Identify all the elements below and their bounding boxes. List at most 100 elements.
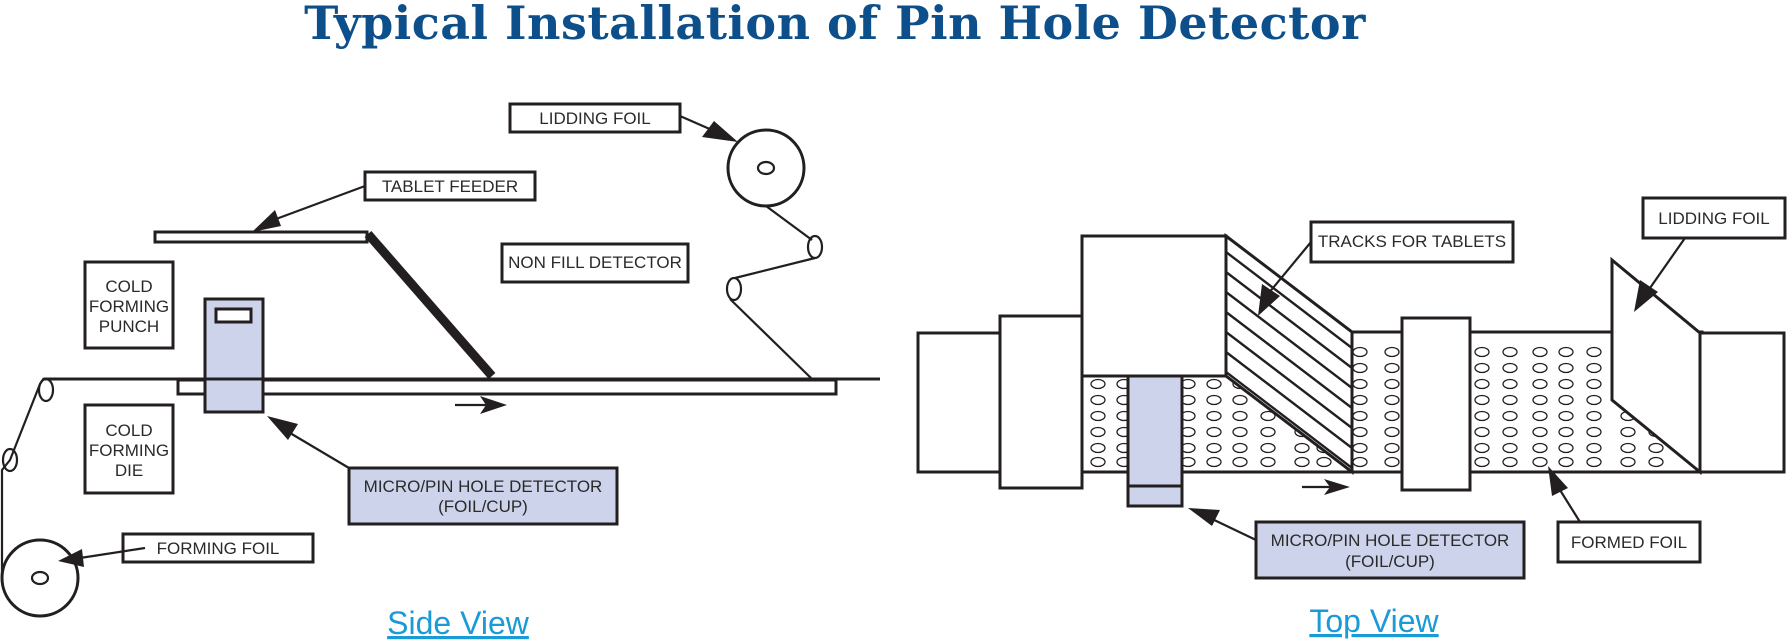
- blister-cavity: [1502, 378, 1518, 390]
- svg-text:DIE: DIE: [115, 461, 143, 480]
- top-view-diagram: TRACKS FOR TABLETS LIDDING FOIL MICRO/PI…: [916, 196, 1787, 639]
- blister-cavity: [1294, 456, 1310, 468]
- blister-cavity: [1586, 410, 1602, 422]
- svg-text:(FOIL/CUP): (FOIL/CUP): [438, 497, 528, 516]
- blister-cavity: [1474, 442, 1490, 454]
- blister-cavity: [1558, 346, 1574, 358]
- sealing-bed: [176, 378, 838, 396]
- blister-cavity: [1502, 456, 1518, 468]
- unwind-station: [916, 331, 1002, 474]
- blister-cavity: [1090, 456, 1106, 468]
- blister-cavity: [1206, 394, 1222, 406]
- leader-arrow-head: [1258, 284, 1280, 316]
- blister-cavity: [1474, 456, 1490, 468]
- blister-cavity: [1586, 456, 1602, 468]
- cold-forming-die-label: COLD FORMING DIE: [83, 403, 175, 495]
- blister-cavity: [1260, 426, 1276, 438]
- blister-cavity: [1090, 378, 1106, 390]
- blister-cavity: [1558, 410, 1574, 422]
- blister-cavity: [1532, 426, 1548, 438]
- blister-cavity: [1474, 378, 1490, 390]
- blister-cavity: [1648, 442, 1664, 454]
- blister-cavity: [1316, 456, 1332, 468]
- blister-cavity: [1232, 394, 1248, 406]
- leader-line: [1209, 517, 1257, 541]
- leader-arrow-head: [1188, 508, 1220, 526]
- guide-roller: [37, 377, 55, 403]
- svg-text:MICRO/PIN HOLE DETECTOR: MICRO/PIN HOLE DETECTOR: [1271, 531, 1510, 550]
- tablet-track-line: [1226, 331, 1352, 429]
- leader-line: [1559, 489, 1581, 523]
- lidding-foil-label-top: LIDDING FOIL: [1641, 196, 1787, 240]
- formed-foil-label: FORMED FOIL: [1556, 520, 1702, 564]
- leader-line: [267, 184, 366, 224]
- blister-cavity: [1474, 426, 1490, 438]
- blister-cavity: [1620, 456, 1636, 468]
- blister-cavity: [1502, 362, 1518, 374]
- side-view-link[interactable]: Side View: [387, 605, 530, 641]
- page-title: Typical Installation of Pin Hole Detecto…: [304, 0, 1366, 50]
- blister-cavity: [1474, 410, 1490, 422]
- cutting-station: [1698, 331, 1786, 474]
- leader-arrow-head: [1548, 466, 1568, 496]
- top-view-link[interactable]: Top View: [1309, 603, 1439, 639]
- blister-cavity: [1532, 456, 1548, 468]
- leader-arrow-head: [252, 210, 281, 232]
- tablet-feeder-chute: [364, 231, 496, 379]
- svg-text:COLD: COLD: [105, 421, 152, 440]
- blister-cavity: [1294, 442, 1310, 454]
- blister-cavity: [1532, 410, 1548, 422]
- blister-cavity: [1586, 346, 1602, 358]
- tablet-feeder-plate: [153, 230, 369, 244]
- cold-forming-punch-label: COLD FORMING PUNCH: [83, 260, 175, 350]
- svg-text:FORMING: FORMING: [89, 441, 169, 460]
- flow-arrow-head: [1324, 479, 1350, 495]
- blister-cavity: [1532, 442, 1548, 454]
- leader-line: [679, 114, 713, 132]
- blister-cavity: [1648, 456, 1664, 468]
- blister-cavity: [1384, 346, 1400, 358]
- svg-text:FORMING FOIL: FORMING FOIL: [157, 539, 280, 558]
- leader-line: [79, 546, 146, 560]
- blister-cavity: [1206, 456, 1222, 468]
- svg-text:(FOIL/CUP): (FOIL/CUP): [1345, 552, 1435, 571]
- blister-cavity: [1620, 426, 1636, 438]
- blister-cavity: [1260, 410, 1276, 422]
- leader-arrow-head: [1634, 280, 1658, 312]
- blister-cavity: [1090, 442, 1106, 454]
- blister-cavity: [1586, 426, 1602, 438]
- blister-cavity: [1502, 346, 1518, 358]
- svg-text:FORMED FOIL: FORMED FOIL: [1571, 533, 1687, 552]
- blister-cavity: [1090, 410, 1106, 422]
- blister-cavity: [1532, 362, 1548, 374]
- blister-cavity: [1206, 442, 1222, 454]
- blister-cavity: [1090, 426, 1106, 438]
- svg-text:PUNCH: PUNCH: [99, 317, 159, 336]
- blister-cavity: [1558, 456, 1574, 468]
- blister-cavity: [1474, 362, 1490, 374]
- tablet-track-line: [1226, 291, 1352, 389]
- tablet-track-line: [1226, 351, 1352, 449]
- forming-foil-web: [0, 377, 45, 578]
- blister-cavity: [1232, 456, 1248, 468]
- blister-cavity: [1384, 394, 1400, 406]
- side-view-diagram: LIDDING FOIL TABLET FEEDER NON FILL DETE…: [0, 102, 880, 641]
- leader-line: [1649, 237, 1686, 289]
- blister-cavity: [1586, 442, 1602, 454]
- svg-text:MICRO/PIN HOLE DETECTOR: MICRO/PIN HOLE DETECTOR: [364, 477, 603, 496]
- forming-foil-reel: [0, 538, 80, 618]
- svg-text:FORMING: FORMING: [89, 297, 169, 316]
- svg-text:NON FILL DETECTOR: NON FILL DETECTOR: [508, 253, 682, 272]
- blister-cavity: [1502, 394, 1518, 406]
- tablet-feeder-top: [1080, 234, 1228, 378]
- blister-cavity: [1586, 378, 1602, 390]
- blister-cavity: [1090, 394, 1106, 406]
- svg-text:LIDDING FOIL: LIDDING FOIL: [1658, 209, 1769, 228]
- blister-cavity: [1532, 346, 1548, 358]
- flow-arrow-head: [480, 396, 507, 414]
- blister-cavity: [1206, 378, 1222, 390]
- leader-arrow-head: [702, 121, 738, 142]
- blister-cavity: [1206, 410, 1222, 422]
- blister-cavity: [1532, 394, 1548, 406]
